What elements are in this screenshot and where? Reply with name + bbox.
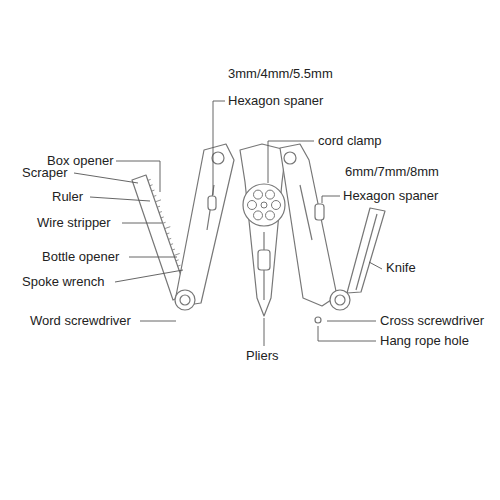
- hex-spanner-hole: [315, 204, 324, 220]
- part-label: 3mm/4mm/5.5mm: [228, 66, 333, 82]
- pliers: [240, 144, 286, 316]
- part-label: Hang rope hole: [380, 333, 469, 349]
- hex-socket-center: [261, 202, 267, 208]
- part-label: Hexagon spaner: [343, 188, 438, 204]
- hex-socket: [248, 201, 257, 210]
- hex-socket: [266, 211, 275, 220]
- ruler-tick: [167, 233, 170, 235]
- leader-line: [268, 141, 314, 183]
- leader-line: [90, 197, 150, 201]
- leader-line: [322, 196, 340, 203]
- leader-line: [327, 321, 376, 322]
- pivot: [284, 152, 296, 164]
- right-handle: [280, 144, 337, 306]
- ruler-tick: [159, 211, 162, 213]
- part-label: Scraper: [22, 165, 68, 181]
- ruler-tick: [172, 249, 175, 251]
- part-label: Pliers: [246, 348, 279, 364]
- leader-line: [74, 173, 138, 183]
- hang-rope-hole: [315, 317, 321, 323]
- pivot: [335, 295, 345, 305]
- part-label: Ruler: [52, 189, 83, 205]
- part-label: Wire stripper: [37, 215, 111, 231]
- ruler-tick: [176, 259, 179, 261]
- part-label: Cross screwdriver: [380, 313, 484, 329]
- pivot: [330, 290, 350, 310]
- leader-line: [129, 257, 177, 258]
- handle-slot: [300, 185, 312, 240]
- leader-line: [122, 223, 162, 224]
- left-handle: [176, 144, 234, 306]
- ruler-tick: [165, 227, 171, 229]
- ruler-tick: [155, 200, 161, 202]
- leader-line: [369, 262, 382, 269]
- part-label: Hexagon spaner: [228, 93, 323, 109]
- leader-line: [264, 318, 265, 346]
- hex-socket: [266, 190, 275, 199]
- ruler-tick: [152, 190, 155, 192]
- pivot: [180, 295, 190, 305]
- knife-blade: [347, 208, 385, 293]
- hex-socket: [254, 211, 263, 220]
- knife-edge: [356, 214, 377, 290]
- ruler-tick: [153, 195, 156, 197]
- ruler-tick: [170, 243, 173, 245]
- hex-sockets: [248, 190, 281, 220]
- hex-spanner-hole: [208, 196, 216, 210]
- leader-line: [213, 101, 225, 195]
- cord-clamp-slot: [258, 250, 270, 270]
- pivot: [212, 152, 224, 164]
- leader-line: [140, 321, 176, 322]
- leader-line: [116, 161, 160, 192]
- part-label: cord clamp: [318, 133, 382, 149]
- part-label: 6mm/7mm/8mm: [345, 164, 439, 180]
- hex-socket-wheel: [243, 184, 285, 226]
- ruler-tick: [157, 206, 160, 208]
- ruler-tick: [148, 179, 151, 181]
- part-label: Spoke wrench: [22, 274, 104, 290]
- ruler-tick: [161, 216, 164, 218]
- leader-line: [318, 326, 376, 341]
- ruler-tick: [163, 222, 166, 224]
- part-label: Word screwdriver: [30, 313, 131, 329]
- hex-socket: [272, 201, 281, 210]
- pivot: [175, 290, 195, 310]
- leader-line: [115, 270, 183, 282]
- hex-socket: [254, 190, 263, 199]
- part-label: Knife: [386, 260, 416, 276]
- ruler-tick: [168, 238, 171, 240]
- part-label: Bottle opener: [42, 249, 119, 265]
- ruler-tick: [178, 265, 181, 267]
- ruler-tick: [150, 184, 153, 186]
- ruler-tick: [174, 253, 180, 255]
